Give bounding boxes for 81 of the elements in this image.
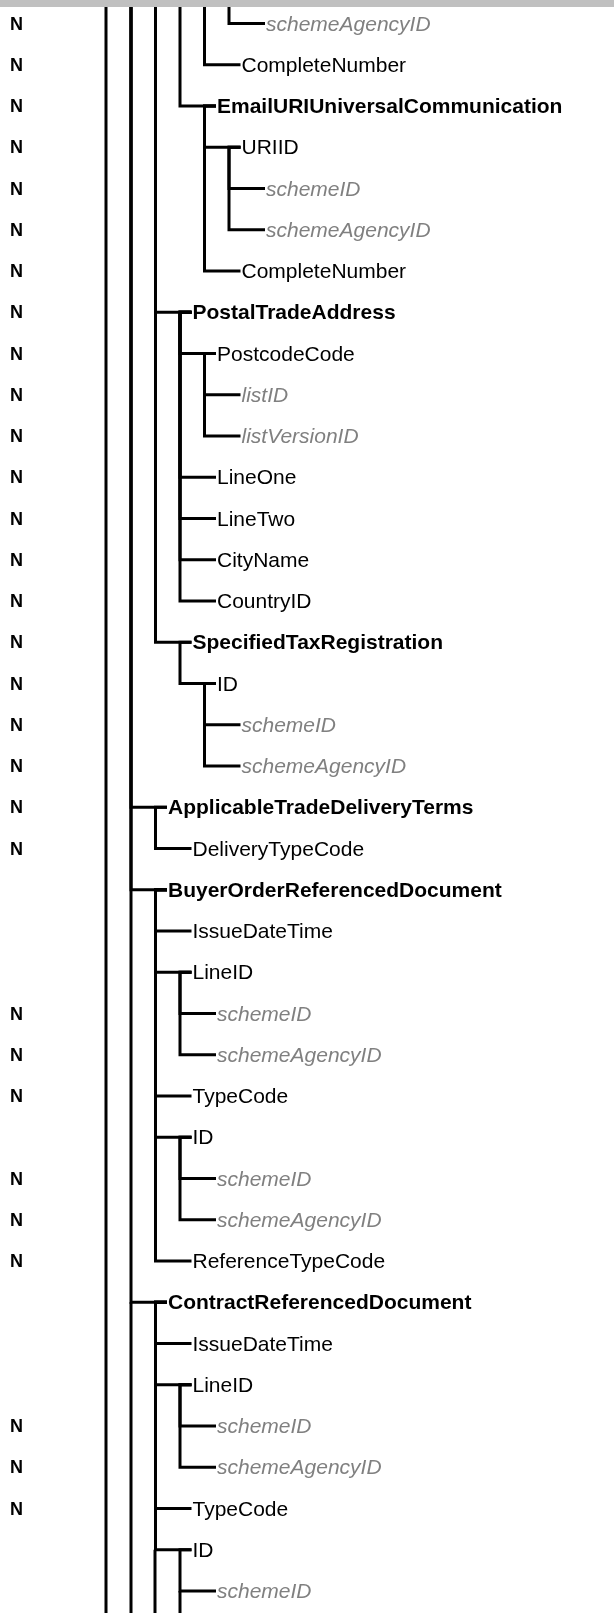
flag-label: N [10,1497,23,1520]
flag-label: N [10,53,23,76]
flag-label: N [10,1456,23,1479]
element-name: ID [217,671,238,696]
element-name: CompleteNumber [241,52,407,77]
flag-label: N [10,383,23,406]
attribute-name: schemeID [217,1166,312,1191]
tree-connector [154,805,192,850]
tree-connector [178,1135,216,1222]
element-name: CompleteNumber [241,259,407,283]
flag-label: N [10,260,23,282]
attribute-name: schemeAgencyID [217,1042,382,1067]
attribute-name: schemeAgencyID [266,11,431,36]
flag-label: N [10,12,23,35]
attribute-name: schemeID [217,1579,312,1603]
element-name: ID [192,1125,214,1150]
element-name: TypeCode [192,1084,289,1108]
attribute-name: schemeID [241,712,337,737]
tree-connector [178,1548,216,1593]
flag-label: N [10,1002,23,1025]
flag-label: N [10,218,23,241]
element-name: IssueDateTime [192,1331,333,1356]
flag-label: N [10,342,23,365]
flag-label: N [10,548,23,571]
flag-label: N [10,425,23,447]
flag-label: N [10,837,23,860]
flag-label: N [10,136,23,159]
flag-label: N [10,796,23,819]
tree-connector [178,970,216,1057]
flag-label: N [10,301,23,324]
attribute-name: listVersionID [241,424,359,448]
attribute-name: listID [241,382,289,407]
flag-label: N [10,1208,23,1231]
element-name: URIID [241,135,299,160]
attribute-name: schemeID [266,176,361,201]
element-name: IssueDateTime [192,919,333,943]
group-element-name: ApplicableTradeDeliveryTerms [168,795,474,820]
element-name: TypeCode [192,1496,289,1521]
tree-connector [203,352,241,438]
flag-label: N [10,177,23,200]
flag-label: N [10,672,23,695]
flag-label: N [10,713,23,736]
attribute-name: schemeID [217,1414,312,1438]
flag-label: N [10,1167,23,1190]
tree-connector [203,7,241,67]
element-name: DeliveryTypeCode [192,836,365,861]
flag-label: N [10,590,23,612]
element-name: CountryID [217,589,312,613]
tree-connector [178,1383,216,1469]
element-name: ReferenceTypeCode [192,1249,386,1273]
tree-connector [227,145,265,232]
element-name: ID [192,1537,214,1562]
element-name: CityName [217,547,310,572]
tree-connector [227,7,265,25]
element-name: LineTwo [217,506,296,531]
flag-label: N [10,95,23,117]
attribute-name: schemeAgencyID [241,754,407,778]
attribute-name: schemeAgencyID [217,1455,382,1480]
attribute-name: schemeAgencyID [266,217,431,242]
flag-label: N [10,1043,23,1066]
flag-label: N [10,1250,23,1272]
group-element-name: PostalTradeAddress [192,300,396,325]
group-element-name: BuyerOrderReferencedDocument [168,877,502,902]
element-name: PostcodeCode [217,341,355,366]
flag-label: N [10,1415,23,1437]
flag-label: N [10,755,23,777]
tree-connector [203,682,241,768]
group-element-name: ContractReferencedDocument [168,1290,472,1315]
flag-label: N [10,631,23,654]
group-element-name: EmailURIUniversalCommunication [217,94,563,118]
flag-label: N [10,507,23,530]
flag-label: N [10,466,23,489]
element-name: LineID [192,1372,254,1397]
group-element-name: SpecifiedTaxRegistration [192,630,443,655]
attribute-name: schemeID [217,1001,312,1026]
element-name: LineID [192,960,254,985]
tree-connector [154,888,192,1263]
element-name: LineOne [217,465,297,490]
tree-connector [203,104,241,273]
attribute-name: schemeAgencyID [217,1207,382,1232]
flag-label: N [10,1085,23,1107]
